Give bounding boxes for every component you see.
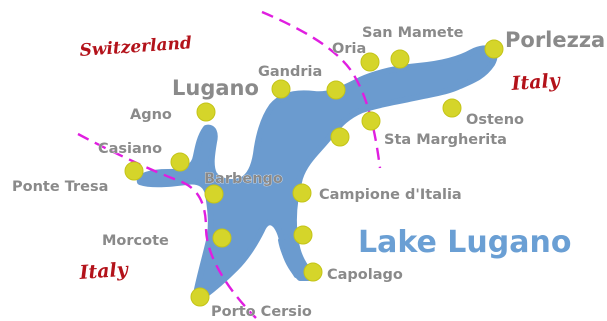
town-label-ponte-tresa: Ponte Tresa <box>12 179 108 195</box>
town-dot-barbengo <box>204 184 224 204</box>
town-label-oria: Oria <box>332 41 366 57</box>
border-line-north <box>261 10 382 169</box>
town-label-campione: Campione d'Italia <box>319 187 462 203</box>
town-dot-oria <box>360 52 380 72</box>
town-label-capolago: Capolago <box>327 267 403 283</box>
town-label-osteno: Osteno <box>466 112 524 128</box>
town-dot-lake-east <box>330 127 350 147</box>
town-dot-sta-margherita <box>361 111 381 131</box>
town-label-lugano: Lugano <box>172 76 259 100</box>
town-dot-san-mamete <box>390 49 410 69</box>
border-lines <box>77 10 382 319</box>
town-dot-casiano <box>170 152 190 172</box>
town-dot-porlezza <box>484 39 504 59</box>
town-dot-lugano <box>271 79 291 99</box>
lake-label: Lake Lugano <box>358 225 571 260</box>
country-label-italy-west: Italy <box>78 259 131 285</box>
town-label-sta-margherita: Sta Margherita <box>384 132 507 148</box>
town-dot-porto-ceresio <box>190 287 210 307</box>
town-dot-morcote <box>212 228 232 248</box>
town-dot-lake-south <box>293 225 313 245</box>
town-label-morcote: Morcote <box>102 233 169 249</box>
town-label-casiano: Casiano <box>98 141 162 157</box>
town-label-porto-ceresio: Porto Cersio <box>211 304 312 320</box>
town-dot-capolago <box>303 262 323 282</box>
town-label-gandria: Gandria <box>258 64 322 80</box>
town-markers <box>124 39 504 307</box>
lake-south-arm <box>278 234 310 278</box>
town-dot-gandria <box>326 80 346 100</box>
town-dot-campione <box>292 183 312 203</box>
town-label-porlezza: Porlezza <box>505 28 605 52</box>
country-label-italy-east: Italy <box>510 70 563 96</box>
town-dot-ponte-tresa <box>124 161 144 181</box>
town-label-san-mamete: San Mamete <box>362 25 464 41</box>
town-label-agno: Agno <box>130 107 172 123</box>
town-label-barbengo: Barbengo <box>204 171 283 187</box>
town-dot-osteno <box>442 98 462 118</box>
border-line-west <box>77 132 257 319</box>
town-dot-agno <box>196 102 216 122</box>
country-label-switzerland: Switzerland <box>79 33 193 61</box>
